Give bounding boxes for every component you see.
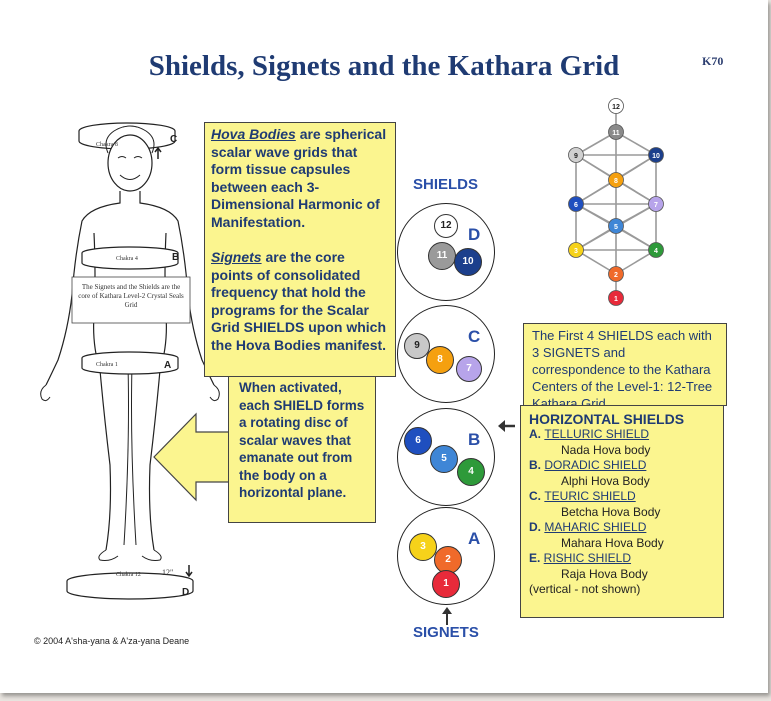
signet-12: 12 [434,214,458,238]
item-body: Raja Hova Body [561,566,648,581]
horizontal-item-3: D. MAHARIC SHIELD [521,520,723,536]
svg-text:3: 3 [574,248,578,255]
signet-10: 10 [454,248,482,276]
activated-text: When activated, each SHIELD forms a rota… [239,380,365,500]
svg-text:7: 7 [654,202,658,209]
activated-box: When activated, each SHIELD forms a rota… [228,376,376,523]
signets-desc: are the core points of consolidated freq… [211,249,387,353]
svg-text:4: 4 [654,248,658,255]
page-title: Shields, Signets and the Kathara Grid [148,50,620,82]
svg-text:9: 9 [574,153,578,160]
horizontal-item-0: A. TELLURIC SHIELD [521,427,723,443]
signet-5: 5 [430,445,458,473]
signets-arrow [442,607,452,625]
tree-node-2: 2 [608,266,624,282]
kathara-tree-grid: 12 11 9 10 8 6 7 5 3 4 2 1 [568,98,664,306]
inner-label: The Signets and the Shields are the core… [78,283,184,309]
shield-letter: C [468,327,481,346]
item-letter: D. [529,520,545,534]
signet-1: 1 [432,570,460,598]
horizontal-item-1: B. DORADIC SHIELD [521,458,723,474]
signet-9: 9 [404,333,430,359]
svg-text:6: 6 [574,202,578,209]
slide-code: K70 [702,54,724,68]
svg-text:2: 2 [614,272,618,279]
tree-node-1: 1 [608,290,624,306]
svg-text:5: 5 [614,224,618,231]
item-body: Mahara Hova Body [561,535,664,550]
item-letter: B. [529,458,545,472]
signets-term: Signets [211,249,262,265]
item-body: Alphi Hova Body [561,473,650,488]
copyright: © 2004 A'sha-yana & A'za-yana Deane [34,636,190,646]
tree-node-7: 7 [648,196,664,212]
tree-node-4: 4 [648,242,664,258]
chakra-8-label: Chakra 8 [96,142,118,148]
item-name: TEURIC SHIELD [544,489,636,503]
chakra-4-label: Chakra 4 [116,256,138,262]
tree-node-6: 6 [568,196,584,212]
signets-text: Signets are the core points of consolida… [211,249,389,354]
shield-letter: A [468,529,481,548]
signets-label: SIGNETS [413,624,479,641]
svg-text:10: 10 [652,153,660,160]
measure-label: 12" [162,568,174,577]
tree-node-12: 12 [608,98,624,114]
tree-node-11: 11 [608,124,624,140]
human-figure [40,122,220,600]
chakra-1-label: Chakra 1 [96,362,118,368]
signet-7: 7 [456,356,482,382]
first-four-box: The First 4 SHIELDS each with 3 SIGNETS … [523,323,727,411]
tree-node-5: 5 [608,218,624,234]
horizontal-item-4: E. RISHIC SHIELD [521,551,723,567]
item-letter: A. [529,427,545,441]
svg-text:11: 11 [612,130,620,137]
hova-desc: are spherical scalar wave grids that for… [211,126,387,230]
signet-4: 4 [457,458,485,486]
item-name: TELLURIC SHIELD [544,427,650,441]
hova-text-1: Hova Bodies are spherical scalar wave gr… [211,126,389,231]
signet-8: 8 [426,346,454,374]
tree-node-10: 10 [648,147,664,163]
left-arrow [153,412,230,502]
svg-text:8: 8 [614,178,618,185]
item-body: Betcha Hova Body [561,504,661,519]
chakra-12-label: Chakra 12 [116,572,141,578]
horizontal-note: (vertical - not shown) [529,582,641,596]
signet-2: 2 [434,546,462,574]
shield-letter: D [468,225,481,244]
shields-label: SHIELDS [413,176,479,193]
signet-6: 6 [404,427,432,455]
horizontal-item-2: C. TEURIC SHIELD [521,489,723,505]
item-body: Nada Hova body [561,442,651,457]
svg-text:1: 1 [614,296,618,303]
hova-term: Hova Bodies [211,126,296,142]
item-name: RISHIC SHIELD [543,551,632,565]
first-four-text: The First 4 SHIELDS each with 3 SIGNETS … [532,328,713,411]
svg-text:12: 12 [612,104,620,111]
label-b: B [172,252,180,263]
item-name: DORADIC SHIELD [544,458,647,472]
label-c: C [170,134,178,145]
item-letter: E. [529,551,544,565]
pointer-arrow [498,420,515,432]
label-a: A [164,360,172,371]
tree-node-8: 8 [608,172,624,188]
label-d: D [182,587,190,598]
tree-node-3: 3 [568,242,584,258]
horizontal-header: HORIZONTAL SHIELDS [529,411,685,427]
hova-bodies-box: Hova Bodies are spherical scalar wave gr… [204,122,396,377]
item-name: MAHARIC SHIELD [544,520,647,534]
shield-letter: B [468,430,481,449]
item-letter: C. [529,489,545,503]
signet-3: 3 [409,533,437,561]
tree-node-9: 9 [568,147,584,163]
signet-11: 11 [428,242,456,270]
